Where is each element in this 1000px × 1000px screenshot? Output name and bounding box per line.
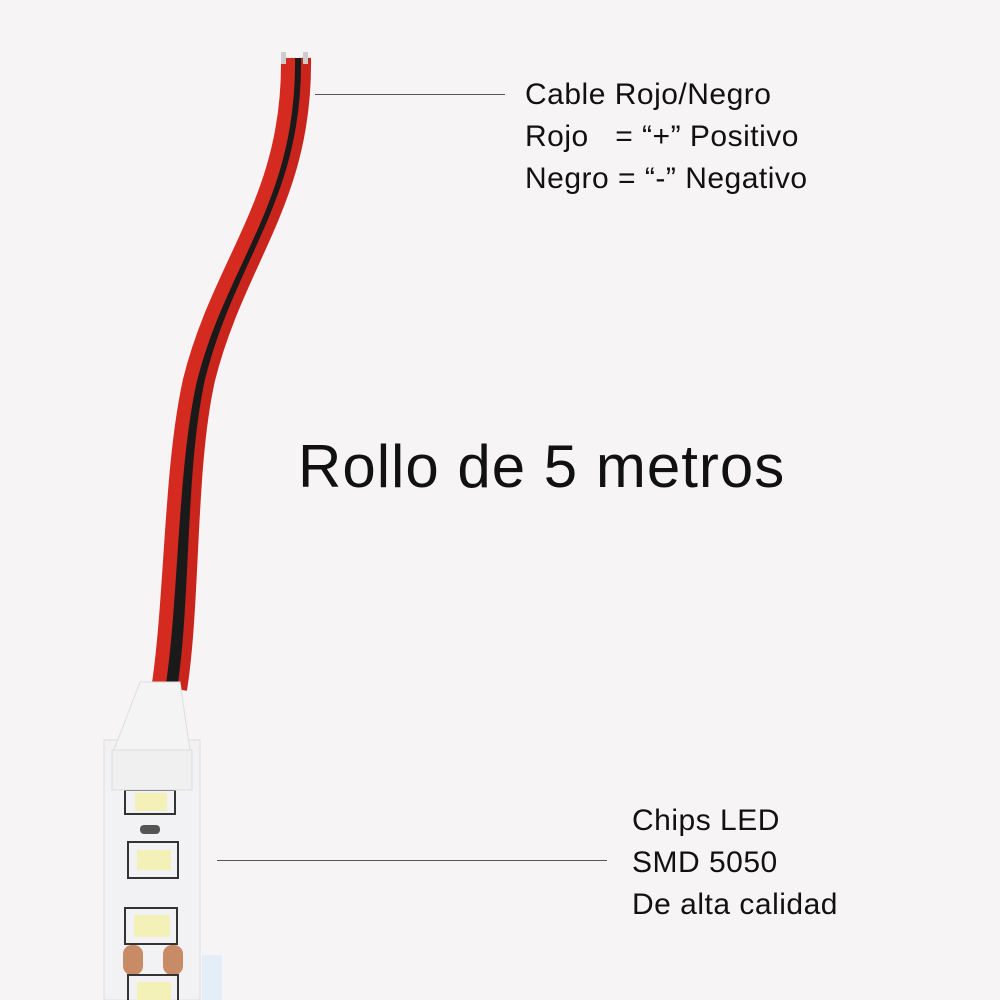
cable-note-line: Rojo = “+” Positivo bbox=[525, 120, 799, 153]
chip-note-line: De alta calidad bbox=[632, 888, 838, 921]
cable-note-line: Cable Rojo/Negro bbox=[525, 78, 772, 111]
page-title: Rollo de 5 metros bbox=[298, 433, 786, 500]
cable-note-line: Negro = “-” Negativo bbox=[525, 162, 808, 195]
chip-leader-line bbox=[217, 860, 607, 861]
chip-note-line: SMD 5050 bbox=[632, 846, 778, 879]
cable bbox=[151, 52, 312, 692]
led-strip bbox=[103, 739, 222, 1000]
chip-note-line: Chips LED bbox=[632, 804, 780, 837]
connector-sleeve bbox=[111, 681, 193, 791]
cable-leader-line bbox=[315, 94, 505, 95]
